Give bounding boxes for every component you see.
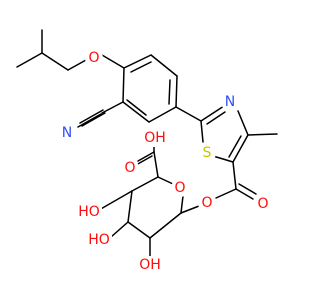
c3-hydroxyl-label: HO	[88, 232, 110, 248]
bond-pyr-c4-c3	[127, 190, 133, 223]
bond-c5-ester	[232, 161, 237, 190]
bond-ch2-o	[67, 59, 87, 71]
bond-acid-co-a	[137, 151, 155, 162]
bond-o-aryl	[101, 54, 125, 69]
ester-carbonyl-oxygen-label: O	[257, 196, 268, 212]
c2-hydroxyl-label: OH	[139, 257, 161, 273]
bond-thz-c4-c5-double	[228, 135, 242, 158]
thiazole-sulfur-label: S	[203, 145, 212, 161]
bond-pyr-c2-c1	[149, 212, 182, 239]
acid-hydroxyl-label: OH	[144, 130, 166, 146]
bond-isobutyl-methyl-b	[16, 52, 43, 68]
nitrile-nitrogen-label: N	[62, 125, 72, 141]
bond-ring-b	[150, 54, 178, 77]
bond-thz-c5-s	[212, 155, 234, 163]
bond-cn-triple-a	[79, 109, 104, 124]
bond-thz-c4-c5	[232, 134, 249, 163]
bond-thz-c2-n	[200, 105, 225, 122]
bond-ring-f	[122, 67, 125, 103]
bond-layer	[16, 29, 278, 257]
bond-cn-triple-b	[77, 113, 102, 128]
bond-c3-oh	[110, 221, 129, 238]
bond-thz-methyl	[247, 133, 278, 136]
bond-c4-oh	[98, 190, 133, 211]
bond-isobutyl-ch-ch2	[41, 52, 69, 71]
bond-aryl-thiazole	[175, 106, 202, 122]
bond-pyr-ringo-c5	[157, 176, 174, 185]
bond-c5-acid	[153, 151, 159, 178]
bond-thz-n-c4	[237, 110, 249, 136]
bond-ring-inner-b	[168, 79, 171, 105]
thiazole-nitrogen-label: N	[225, 94, 235, 110]
bond-ester-co-b	[238, 183, 257, 195]
bond-ring-inner-c	[126, 99, 147, 116]
bond-ester-co-a	[235, 188, 254, 200]
bond-pyr-c3-c2	[127, 221, 151, 239]
glucuronide-structure-diagram: O N N S O O O OH O HO HO OH	[16, 29, 278, 274]
atom-label-layer: O N N S O O O OH O HO HO OH	[58, 49, 272, 274]
ring-oxygen-label: O	[174, 180, 185, 196]
bond-pyr-c5-c4	[131, 176, 159, 192]
ester-link-oxygen-label: O	[201, 195, 212, 211]
bond-ester-o-anomeric	[180, 205, 200, 214]
bond-ring-e	[122, 101, 150, 123]
bond-aryl-cn	[101, 101, 124, 114]
bond-thz-c2-n-double	[206, 111, 226, 125]
bond-ring-inner-a	[130, 61, 152, 73]
acid-carbonyl-oxygen-label: O	[124, 160, 135, 176]
bond-ring-d	[148, 106, 177, 123]
bond-ring-a	[123, 54, 152, 69]
bond-cn-triple-c	[81, 112, 106, 127]
ether-oxygen-label: O	[88, 50, 99, 66]
bond-pyr-c1-ringo	[180, 195, 184, 214]
c4-hydroxyl-label: HO	[78, 204, 100, 220]
bond-ester-o	[215, 188, 237, 199]
bond-acid-co-b	[135, 155, 153, 166]
bond-thz-s-c2	[200, 120, 204, 143]
bond-ring-c	[175, 75, 178, 108]
